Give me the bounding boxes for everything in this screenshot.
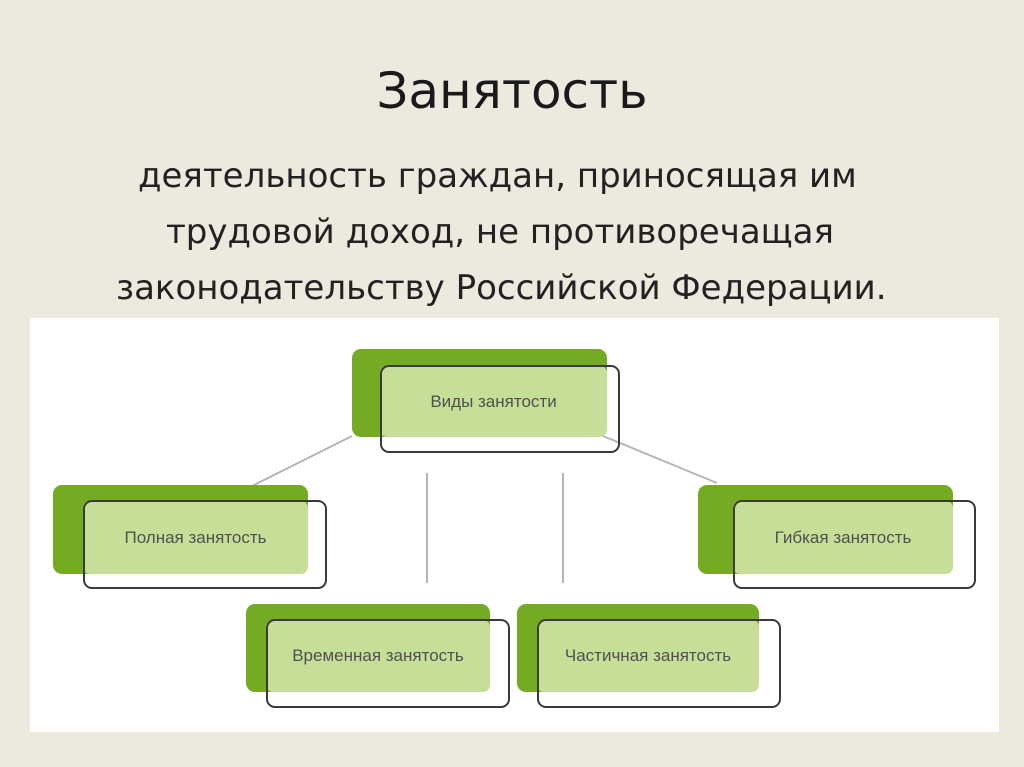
connector-root-to-flexible [602, 435, 718, 484]
definition-line-3: законодательству Российской Федерации. [116, 268, 887, 308]
definition-line-2: трудовой доход, не противоречащая [166, 212, 834, 252]
node-temporary-employment: Временная занятость [246, 604, 511, 708]
definition-line-1: деятельность граждан, приносящая им [138, 156, 857, 196]
node-flexible-employment: Гибкая занятость [698, 485, 978, 589]
node-temporary-employment-label: Временная занятость [292, 646, 464, 665]
diagram-panel: Виды занятости Полная занятость Временна… [30, 318, 999, 732]
node-partial-employment-label: Частичная занятость [564, 646, 732, 665]
node-flexible-employment-label: Гибкая занятость [774, 527, 912, 547]
node-partial-employment: Частичная занятость [517, 604, 783, 708]
node-employment-types-label: Виды занятости [430, 391, 557, 411]
node-full-employment-label: Полная занятость [124, 527, 267, 547]
definition-text: деятельность граждан, приносящая им труд… [92, 148, 952, 316]
node-full-employment: Полная занятость [53, 485, 328, 589]
slide-title: Занятость [376, 62, 648, 120]
node-employment-types: Виды занятости [352, 349, 622, 453]
diagram-connectors [251, 435, 718, 583]
connector-root-to-full [251, 435, 353, 487]
